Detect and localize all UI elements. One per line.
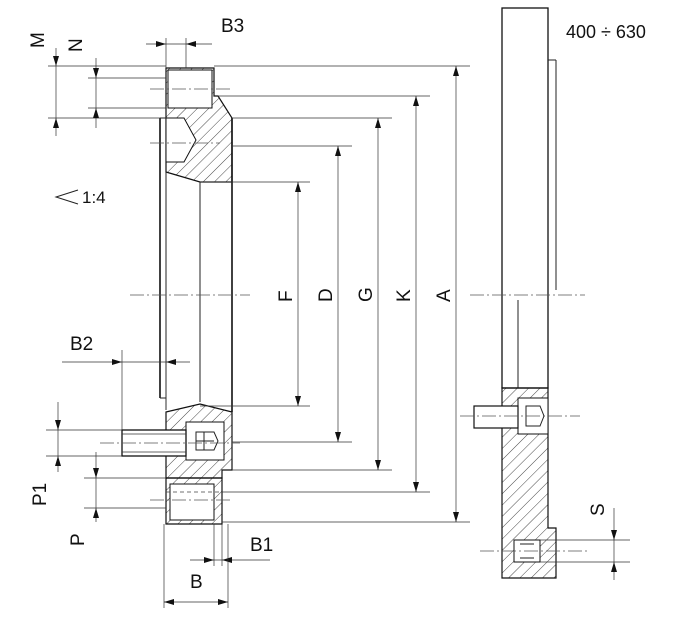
- label-taper: 1:4: [82, 188, 106, 207]
- label-N: N: [66, 38, 87, 52]
- label-K: K: [394, 289, 415, 302]
- label-D: D: [316, 288, 337, 302]
- label-P: P: [68, 533, 89, 546]
- label-B2: B2: [70, 334, 93, 355]
- labels: M N B3 1:4 B2 P1 P B1 B F D G K A S 400 …: [28, 16, 646, 593]
- taper-symbol: [54, 189, 79, 205]
- label-B1: B1: [250, 535, 273, 556]
- dimensions: [46, 38, 630, 608]
- label-P1: P1: [30, 483, 51, 506]
- lower-bolt-hole: [169, 483, 215, 521]
- side-view: [460, 7, 590, 579]
- side-view-body: [501, 7, 549, 389]
- section-view: [100, 67, 250, 525]
- label-G: G: [356, 287, 377, 302]
- label-B: B: [190, 572, 203, 593]
- label-A: A: [434, 289, 455, 302]
- label-F: F: [276, 290, 297, 302]
- taper-cavity: [165, 117, 197, 163]
- label-S: S: [588, 503, 609, 516]
- label-B3: B3: [221, 16, 244, 37]
- side-screw-shank: [473, 405, 519, 429]
- label-range: 400 ÷ 630: [566, 22, 646, 42]
- side-hatched-section: [501, 387, 557, 579]
- label-M: M: [28, 32, 49, 48]
